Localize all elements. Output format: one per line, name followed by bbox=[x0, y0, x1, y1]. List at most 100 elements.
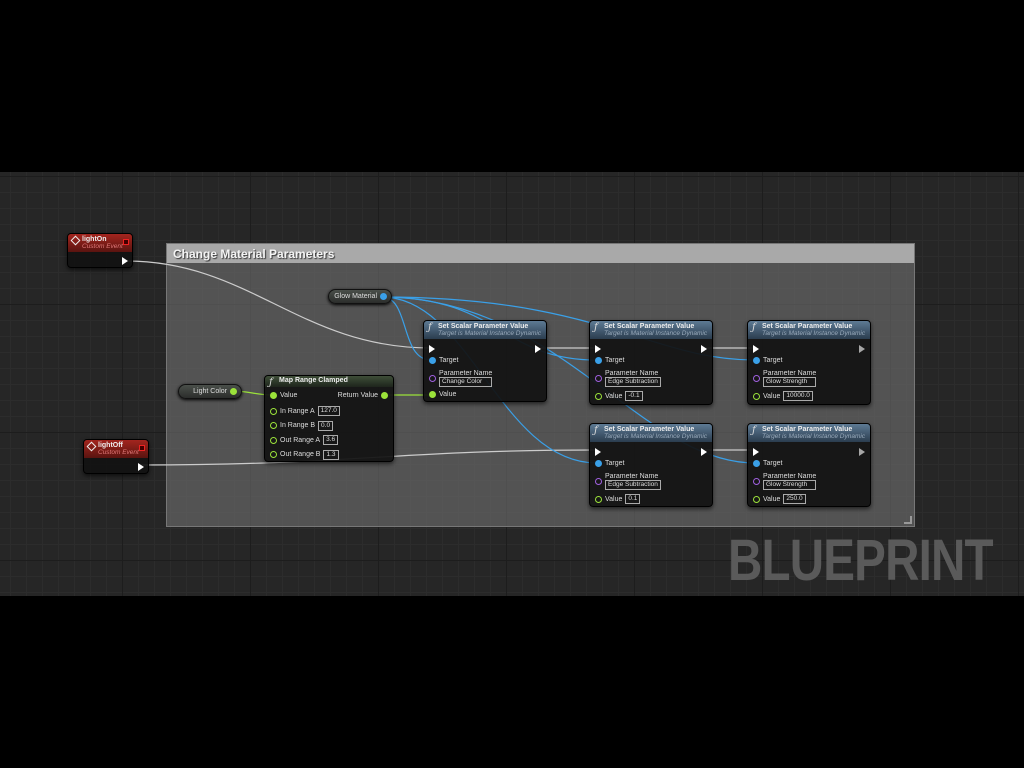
value-field[interactable]: 250.0 bbox=[783, 494, 806, 504]
name-pin[interactable] bbox=[429, 375, 436, 382]
function-icon: ƒ bbox=[428, 322, 432, 333]
pin-label: Target bbox=[763, 357, 783, 364]
name-pin[interactable] bbox=[595, 478, 602, 485]
value-field[interactable]: 1.3 bbox=[323, 449, 339, 460]
object-pin[interactable] bbox=[380, 293, 387, 300]
exec-out-pin[interactable] bbox=[859, 345, 865, 353]
value-field[interactable]: 0.0 bbox=[318, 420, 334, 431]
function-icon: ƒ bbox=[269, 377, 273, 388]
node-title: Set Scalar Parameter Value bbox=[438, 323, 529, 330]
function-icon: ƒ bbox=[752, 425, 756, 436]
light-color-variable[interactable]: Light Color bbox=[178, 384, 242, 399]
target-pin[interactable] bbox=[595, 357, 602, 364]
node-title: lightOff bbox=[98, 442, 123, 449]
pin-label: Parameter Name bbox=[763, 370, 817, 377]
float-pin[interactable] bbox=[270, 407, 277, 415]
event-icon bbox=[86, 441, 97, 452]
exec-in-pin[interactable] bbox=[595, 345, 601, 353]
exec-out-pin[interactable] bbox=[138, 463, 144, 471]
name-pin[interactable] bbox=[753, 478, 760, 485]
exec-in-pin[interactable] bbox=[595, 448, 601, 456]
value-row: Value-0.1 bbox=[595, 391, 643, 401]
value-pin[interactable] bbox=[595, 495, 602, 503]
pin-label: Value bbox=[439, 391, 457, 398]
node-title: Set Scalar Parameter Value bbox=[762, 426, 853, 433]
value-field[interactable]: 3.6 bbox=[323, 435, 339, 445]
parameter-name-field[interactable]: Change Color bbox=[439, 377, 493, 387]
parameter-name-field[interactable]: Edge Subtraction bbox=[605, 377, 661, 387]
target-pin[interactable] bbox=[595, 460, 602, 467]
value-field[interactable]: 10000.0 bbox=[783, 391, 813, 401]
value-pin[interactable] bbox=[753, 392, 760, 400]
value-pin[interactable] bbox=[753, 495, 760, 503]
exec-out-pin[interactable] bbox=[122, 257, 128, 265]
variable-label: Glow Material bbox=[334, 293, 377, 300]
exec-in-pin[interactable] bbox=[429, 345, 435, 353]
delegate-pin[interactable] bbox=[123, 239, 129, 245]
pin-label: Out Range B bbox=[280, 451, 321, 458]
exec-in-pin[interactable] bbox=[753, 448, 759, 456]
exec-out-pin[interactable] bbox=[701, 345, 707, 353]
exec-out-pin[interactable] bbox=[535, 345, 541, 353]
name-pin[interactable] bbox=[753, 375, 760, 382]
pin-label: Value bbox=[763, 392, 781, 400]
value-pin[interactable] bbox=[429, 391, 436, 398]
return-value-pin[interactable] bbox=[381, 392, 388, 399]
exec-in-row bbox=[595, 448, 601, 456]
value-field[interactable]: 127.0 bbox=[317, 406, 340, 416]
pin-label: Return Value bbox=[337, 392, 378, 399]
value-pin[interactable] bbox=[270, 392, 277, 399]
value-pin[interactable] bbox=[595, 392, 602, 400]
parameter-name-field[interactable]: Edge Subtraction bbox=[605, 480, 661, 490]
delegate-pin[interactable] bbox=[139, 445, 145, 451]
value-field[interactable]: -0.1 bbox=[625, 391, 643, 401]
pin-label: In Range A bbox=[280, 407, 315, 415]
float-pin[interactable] bbox=[230, 388, 237, 395]
name-pin[interactable] bbox=[595, 375, 602, 382]
node-subtitle: Target is Material Instance Dynamic bbox=[438, 330, 542, 337]
glow-material-variable[interactable]: Glow Material bbox=[328, 289, 392, 304]
target-pin[interactable] bbox=[429, 357, 436, 364]
parameter-name-field[interactable]: Glow Strength bbox=[763, 377, 817, 387]
target-pin[interactable] bbox=[753, 357, 760, 364]
exec-out-pin[interactable] bbox=[859, 448, 865, 456]
node-subtitle: Target is Material Instance Dynamic bbox=[604, 433, 708, 440]
parameter-name-field[interactable]: Glow Strength bbox=[763, 480, 817, 490]
pin-label: Value bbox=[605, 495, 623, 503]
pin-label: Target bbox=[439, 357, 459, 364]
event-icon bbox=[70, 235, 81, 246]
node-title: Set Scalar Parameter Value bbox=[762, 323, 853, 330]
resize-handle[interactable] bbox=[904, 516, 912, 524]
target-row: Target bbox=[595, 357, 624, 364]
exec-out-row bbox=[138, 463, 144, 471]
comment-title[interactable]: Change Material Parameters bbox=[167, 244, 914, 263]
target-pin[interactable] bbox=[753, 460, 760, 467]
value-field[interactable]: 0.1 bbox=[625, 494, 641, 504]
pin-label: Parameter Name bbox=[763, 473, 817, 480]
float-pin[interactable] bbox=[270, 436, 277, 444]
exec-out-row bbox=[701, 448, 707, 456]
exec-out-pin[interactable] bbox=[701, 448, 707, 456]
float-pin[interactable] bbox=[270, 451, 277, 458]
exec-out-row bbox=[859, 345, 865, 353]
float-pin[interactable] bbox=[270, 422, 277, 429]
pin-label: Value bbox=[280, 392, 298, 399]
node-subtitle: Target is Material Instance Dynamic bbox=[762, 433, 866, 440]
exec-in-pin[interactable] bbox=[753, 345, 759, 353]
